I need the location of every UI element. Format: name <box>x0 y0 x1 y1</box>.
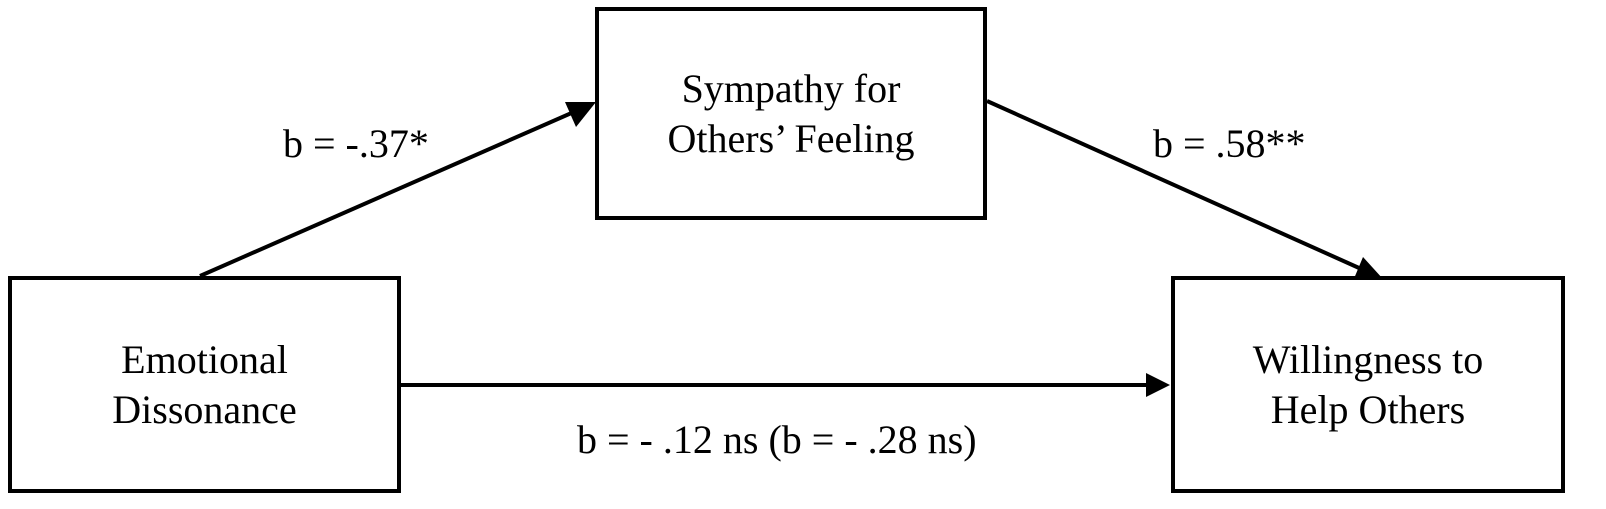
outcome-label-line2: Help Others <box>1270 386 1466 432</box>
path-a-coefficient: b = -.37* <box>283 121 429 166</box>
mediator-label-line1: Sympathy for <box>681 65 901 111</box>
arrowhead-mediator-to-outcome <box>1353 257 1383 281</box>
predictor-label-line2: Dissonance <box>112 386 297 432</box>
predictor-box: Emotional Dissonance <box>8 276 401 493</box>
path-b-coefficient: b = .58** <box>1153 121 1306 166</box>
predictor-label-line1: Emotional <box>121 336 288 382</box>
outcome-box: Willingness to Help Others <box>1171 276 1565 493</box>
outcome-label-line1: Willingness to <box>1252 336 1484 382</box>
mediator-label-line2: Others’ Feeling <box>667 115 915 161</box>
path-c-coefficient: b = - .12 ns (b = - .28 ns) <box>577 417 977 462</box>
arrow-predictor-to-mediator <box>199 102 593 278</box>
arrow-mediator-to-outcome <box>986 99 1369 274</box>
arrowhead-predictor-to-outcome <box>1146 373 1170 397</box>
arrowhead-predictor-to-mediator <box>565 102 596 127</box>
mediator-box: Sympathy for Others’ Feeling <box>595 7 987 220</box>
